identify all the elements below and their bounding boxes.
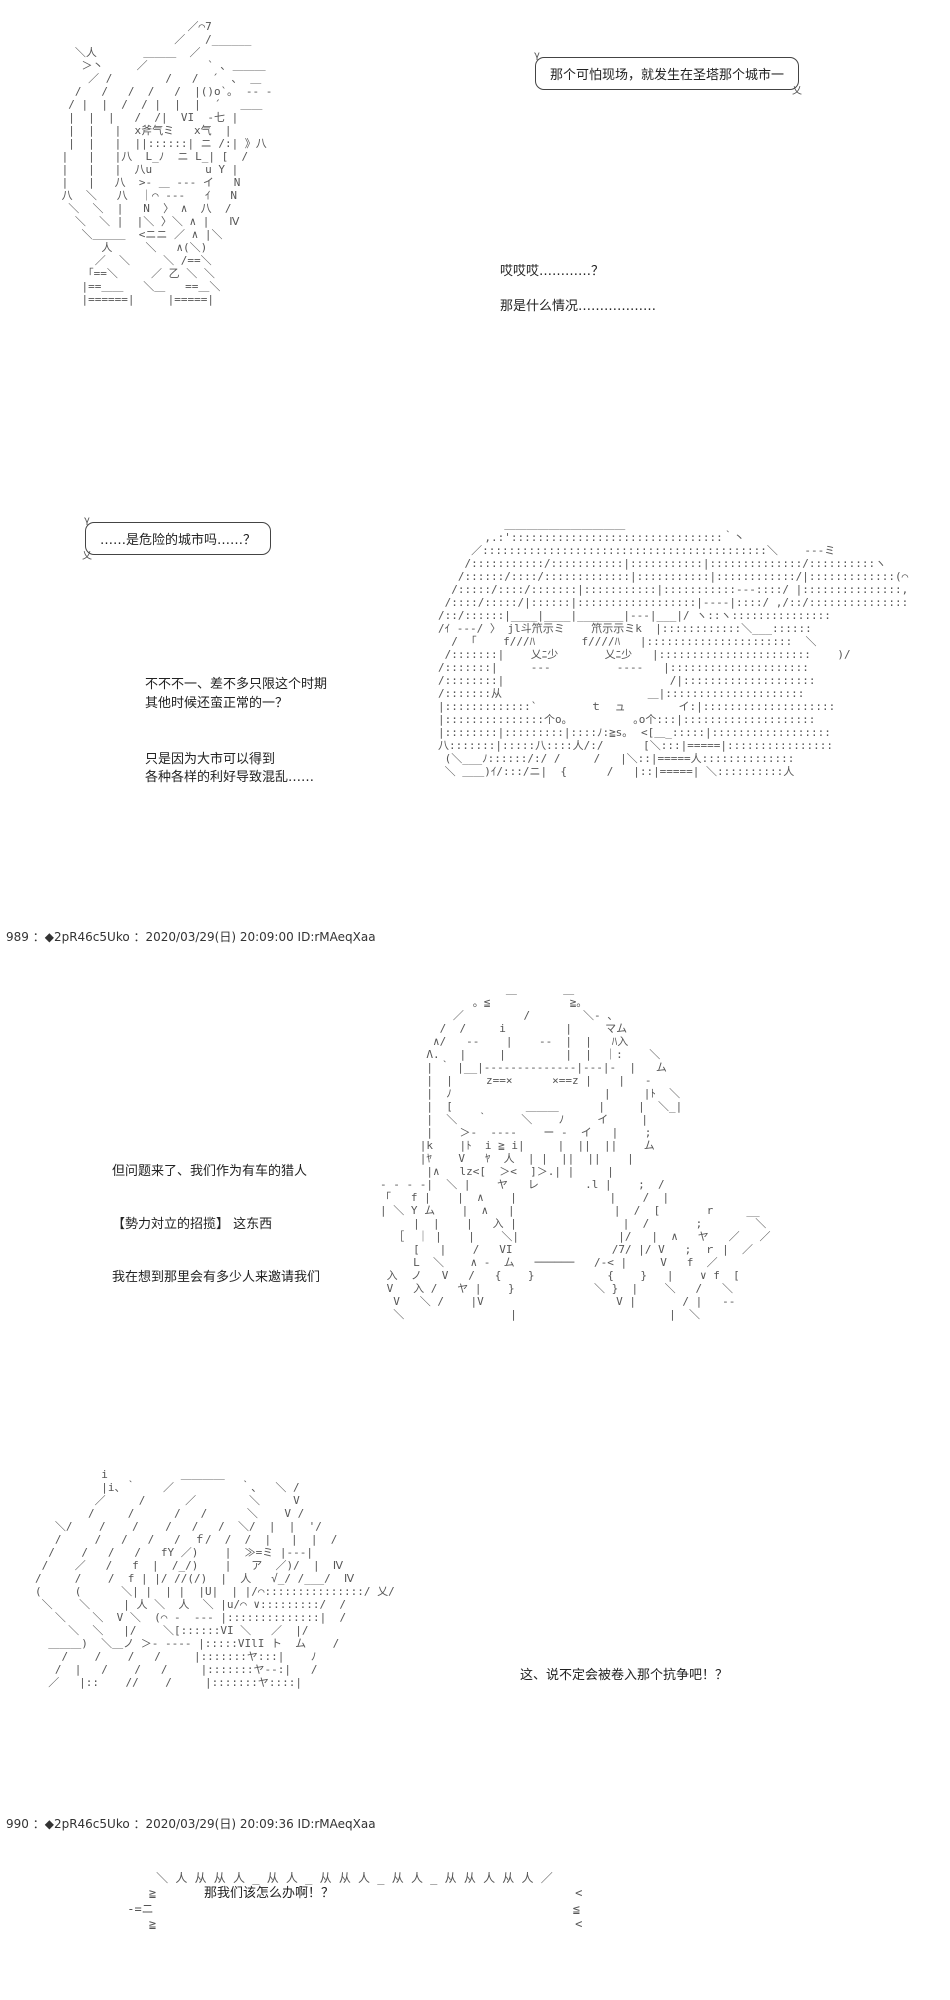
shout-text: 那我们该怎么办啊！？ [204, 1886, 335, 1901]
dialogue-line: 各种各样的利好导致混乱…… [145, 770, 315, 785]
dialogue-line: 其他时候还蛮正常的一？ [145, 696, 289, 711]
post-header: 989 ：◆2pR46c5Uko ：2020/03/29(日) 20:09:00… [6, 930, 376, 944]
speech-bubble: γ 那个可怕现场，就发生在圣塔那个城市一 乂 [534, 50, 803, 97]
dialogue-line: 这、说不定会被卷入那个抗争吧！？ [520, 1668, 729, 1683]
post-header: 990 ：◆2pR46c5Uko ：2020/03/29(日) 20:09:36… [6, 1817, 376, 1831]
dialogue-line: 但问题来了、我们作为有车的猎人 [112, 1164, 308, 1179]
dialogue-line: 哎哎哎…………？ [500, 264, 605, 279]
ascii-art-character-boy: ／⌒7 ／ /______ ＼人 ＿＿＿ ／ ＞丶 ／ ` ､ ＿＿＿ ／ / … [61, 20, 273, 306]
ascii-art-character-girl: ＿＿＿＿＿＿＿＿＿＿＿ ,.:'::::::::::::::::::::::::… [438, 518, 909, 778]
dialogue-line: 那是什么情况……………… [500, 299, 657, 314]
bubble-text: 那个可怕现场，就发生在圣塔那个城市一 [550, 68, 785, 83]
ascii-art-character-boy-2: i ＿＿＿＿ |i、｀ ／ ｀、 ＼ / ／ / ／ ＼ V / / / / ＼… [35, 1468, 395, 1689]
dialogue-line: 只是因为大市可以得到 [145, 752, 276, 767]
speech-bubble: γ ……是危险的城市吗……？ 乂 [82, 515, 272, 562]
ascii-art-character-girl-2: ＿ ＿ 。≦ ≧｡ ／ / ＼‐ 、 / / i | マム ∧/ ‐‐ | ‐‐… [380, 983, 771, 1321]
bubble-text: ……是危险的城市吗……？ [100, 533, 257, 548]
shout-frame: ＼ 人 从 从 人 _ 从 人 _ 从 从 人 _ 从 人 _ 从 从 人 从 … [127, 1871, 583, 1931]
dialogue-line: 我在想到那里会有多少人来邀请我们 [112, 1270, 321, 1285]
dialogue-line: 不不不一、差不多只限这个时期 [145, 677, 328, 692]
dialogue-line: 【勢力対立的招揽】 这东西 [112, 1217, 273, 1232]
